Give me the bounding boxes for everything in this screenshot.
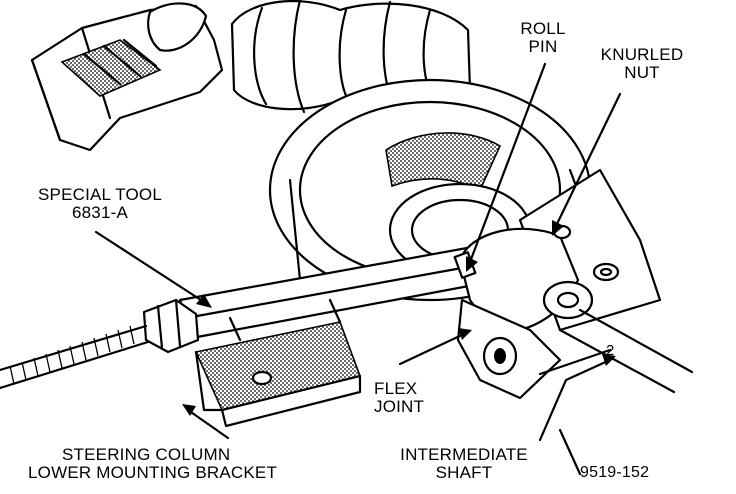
steering-bracket-label: STEERING COLUMN LOWER MOUNTING BRACKET <box>28 446 338 482</box>
roll-pin-label: ROLL PIN <box>510 20 576 56</box>
knurled-nut-line-1: KNURLED <box>600 45 684 64</box>
callout-number: 2 <box>606 342 615 359</box>
lower-mounting-bracket <box>194 298 362 428</box>
figure-id-label: 9519-152 <box>580 464 650 481</box>
leader-lines <box>94 62 622 476</box>
intermediate-shaft-line-2: SHAFT <box>435 463 493 482</box>
knurled-nut-label: KNURLED NUT <box>586 46 698 82</box>
flex-joint-line-2: JOINT <box>374 397 425 416</box>
upper-bracket <box>30 2 224 152</box>
special-tool-line-2: 6831-A <box>71 203 129 222</box>
intermediate-shaft-label: INTERMEDIATE SHAFT <box>384 446 544 482</box>
special-tool-rod <box>0 244 492 390</box>
roll-pin-line-1: ROLL <box>520 19 566 38</box>
special-tool-line-1: SPECIAL TOOL <box>38 185 162 204</box>
flex-joint-line-1: FLEX <box>374 379 418 398</box>
knurled-nut-line-2: NUT <box>624 63 660 82</box>
intermediate-shaft-line-1: INTERMEDIATE <box>400 445 528 464</box>
steering-bracket-line-2: LOWER MOUNTING BRACKET <box>28 463 278 482</box>
flex-joint <box>453 224 594 400</box>
roll-pin-line-2: PIN <box>528 37 558 56</box>
special-tool-label: SPECIAL TOOL 6831-A <box>30 186 170 222</box>
flex-joint-label: FLEX JOINT <box>374 380 444 416</box>
intermediate-shaft <box>538 308 694 394</box>
steering-bracket-line-1: STEERING COLUMN <box>62 445 231 464</box>
